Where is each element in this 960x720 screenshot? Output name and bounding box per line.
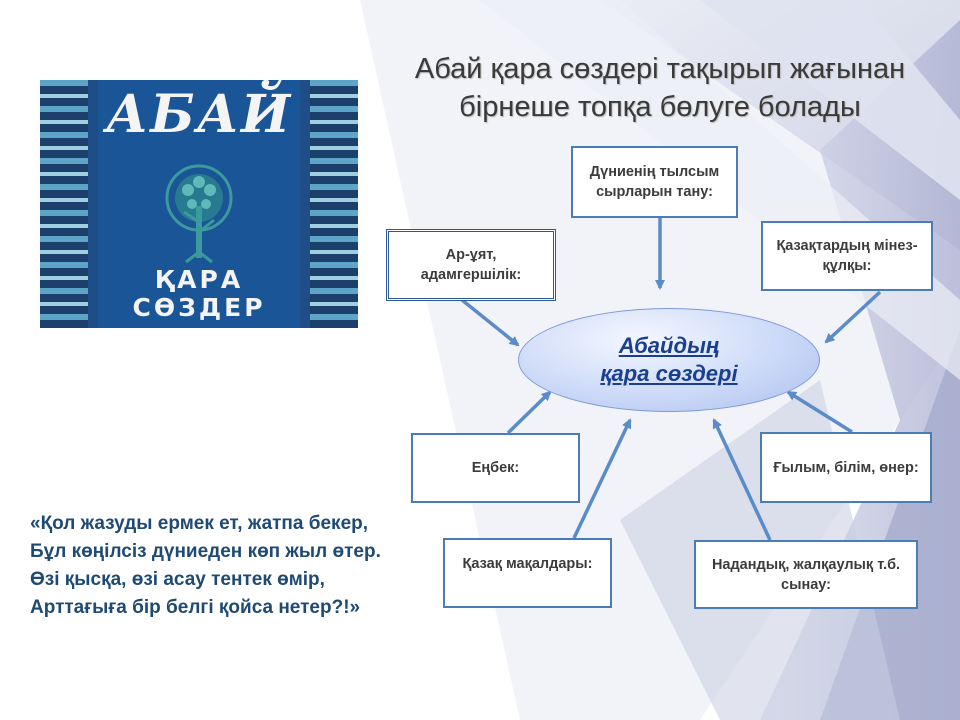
node-dunie-label: Дүниенің тылсым сырларын тану: xyxy=(589,164,720,200)
node-ar-ujat: Ар-ұят, адамгершілік: xyxy=(386,229,556,301)
slide-title: Абай қара сөздері тақырып жағынан бірнеш… xyxy=(370,50,950,126)
book-subtitle-line-1: ҚАРА xyxy=(154,265,244,294)
node-nadandyk: Надандық, жалқаулық т.б. сынау: xyxy=(694,540,918,609)
quote-line-2: Бұл көңілсіз дүниеден көп жыл өтер. xyxy=(30,541,381,562)
book-subtitle-line-2: СӨЗДЕР xyxy=(132,293,266,322)
quote-line-4: Арттағыға бір белгі қойса нетер?!» xyxy=(30,597,361,618)
book-cover-image: АБАЙ ҚАРА СӨЗДЕР xyxy=(40,80,358,328)
ornament-border-right xyxy=(310,80,358,328)
ornament-border-left xyxy=(40,80,88,328)
node-enbek-label: Еңбек: xyxy=(471,460,520,476)
node-kazaktar: Қазақтардың мінез-құлқы: xyxy=(761,221,933,291)
book-subtitle: ҚАРА СӨЗДЕР xyxy=(40,266,358,322)
title-line-2: бірнеше топқа бөлуге болады xyxy=(459,91,861,123)
tree-emblem-icon xyxy=(165,164,233,264)
node-gylym-label: Ғылым, білім, өнер: xyxy=(773,459,919,476)
center-line-2: қара сөздері xyxy=(600,361,738,386)
node-gylym: Ғылым, білім, өнер: xyxy=(760,432,932,503)
node-nadandyk-label: Надандық, жалқаулық т.б. сынау: xyxy=(711,556,901,593)
node-kazaktar-label: Қазақтардың мінез-құлқы: xyxy=(776,238,918,274)
node-dunie: Дүниенің тылсым сырларын тану: xyxy=(571,146,738,218)
title-line-1: Абай қара сөздері тақырып жағынан xyxy=(414,53,906,85)
node-makaldar-label: Қазақ мақалдары: xyxy=(462,556,593,572)
center-line-1: Абайдың xyxy=(618,333,720,358)
node-makaldar: Қазақ мақалдары: xyxy=(443,538,612,608)
center-node: Абайдың қара сөздері xyxy=(518,308,820,412)
center-node-label: Абайдың қара сөздері xyxy=(600,332,737,388)
quote-line-3: Өзі қысқа, өзі асау тентек өмір, xyxy=(30,569,325,590)
node-ar-ujat-label: Ар-ұят, адамгершілік: xyxy=(420,247,522,283)
node-enbek: Еңбек: xyxy=(411,433,580,503)
book-author-name: АБАЙ xyxy=(105,84,293,145)
quote-line-1: «Қол жазуды ермек ет, жатпа бекер, xyxy=(30,513,369,534)
abai-quote: «Қол жазуды ермек ет, жатпа бекер, Бұл к… xyxy=(30,510,440,622)
